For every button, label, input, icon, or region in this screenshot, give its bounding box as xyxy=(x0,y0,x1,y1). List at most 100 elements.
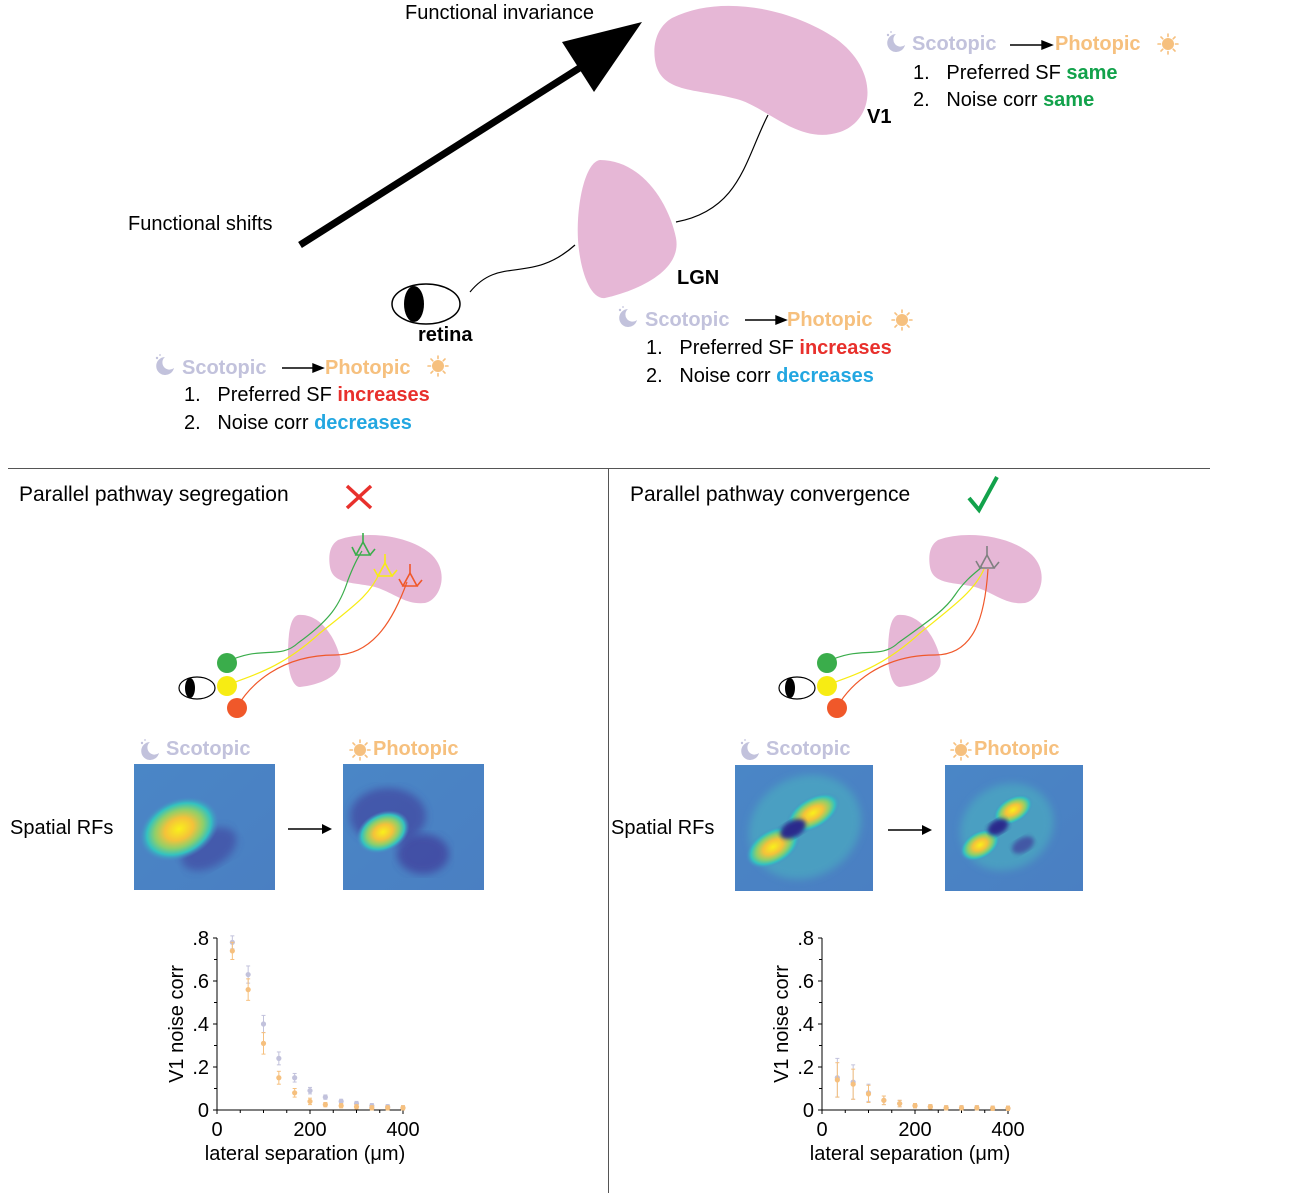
red-pathway xyxy=(836,568,989,708)
moon-icon xyxy=(886,31,905,52)
yellow-retinal-cell xyxy=(217,676,237,696)
rf-arrow xyxy=(888,825,932,835)
data-point xyxy=(276,1055,282,1061)
data-point xyxy=(369,1105,375,1111)
eye-icon xyxy=(178,676,216,700)
right-panel-title: Parallel pathway convergence xyxy=(630,483,911,506)
lgn-photopic-label: Photopic xyxy=(787,309,873,331)
x-tick-label: 200 xyxy=(898,1119,931,1141)
sun-icon xyxy=(349,739,371,761)
retina-photopic-label: Photopic xyxy=(325,357,411,379)
data-point xyxy=(276,1075,282,1081)
left-panel-title: Parallel pathway segregation xyxy=(19,483,289,506)
y-axis-label: V1 noise corr xyxy=(166,965,188,1083)
x-tick-label: 400 xyxy=(991,1119,1024,1141)
data-point xyxy=(881,1097,887,1103)
sun-icon xyxy=(950,739,972,761)
x-tick-label: 200 xyxy=(293,1119,326,1141)
retina-scotopic-label: Scotopic xyxy=(182,357,267,379)
data-point xyxy=(897,1100,903,1107)
top-diagram xyxy=(155,5,1179,377)
data-point xyxy=(322,1102,328,1108)
functional-invariance-label: Functional invariance xyxy=(405,2,594,24)
y-tick-label: .4 xyxy=(192,1014,209,1036)
yellow-pathway xyxy=(226,571,381,686)
lgn-scotopic-label: Scotopic xyxy=(645,309,730,331)
data-point xyxy=(990,1105,996,1111)
moon-icon xyxy=(740,739,759,760)
check-icon xyxy=(967,476,999,514)
lgn-shape xyxy=(288,614,341,687)
v1-item-1: 1. Preferred SF same xyxy=(913,62,1118,84)
data-point xyxy=(943,1105,949,1111)
horizontal-divider xyxy=(8,468,1210,469)
left-photopic-rf xyxy=(343,764,484,890)
y-tick-label: .8 xyxy=(797,928,814,950)
sun-icon xyxy=(427,355,449,377)
v1-area-shape xyxy=(929,535,1042,604)
data-point xyxy=(338,1103,344,1109)
left-photopic-label: Photopic xyxy=(373,738,459,760)
segregation-circuit xyxy=(178,533,442,718)
lgn-shape xyxy=(577,160,677,299)
data-point xyxy=(400,1105,406,1111)
y-tick-label: .2 xyxy=(192,1057,209,1079)
data-point xyxy=(260,1040,267,1046)
vertical-divider xyxy=(608,468,609,1193)
right-photopic-label: Photopic xyxy=(974,738,1060,760)
transition-arrows xyxy=(282,39,1054,374)
red-retinal-cell xyxy=(227,698,247,718)
v1-neuron xyxy=(975,546,1000,569)
v1-neurons xyxy=(351,533,423,587)
right-scotopic-rf xyxy=(735,765,873,891)
x-axis-label: lateral separation (μm) xyxy=(205,1143,406,1165)
y-tick-label: .2 xyxy=(797,1057,814,1079)
data-point xyxy=(912,1103,918,1109)
moon-icon xyxy=(155,354,174,375)
data-point xyxy=(850,1081,856,1087)
y-axis-label: V1 noise corr xyxy=(771,965,793,1083)
x-tick-label: 0 xyxy=(211,1119,222,1141)
right-rf-label: Spatial RFs xyxy=(611,817,715,839)
sun-icon xyxy=(891,309,913,331)
moon-icon xyxy=(618,306,637,327)
x-axis-label: lateral separation (μm) xyxy=(810,1143,1011,1165)
v1-area-shape xyxy=(654,5,868,135)
y-tick-label: .6 xyxy=(192,971,209,993)
functional-shifts-label: Functional shifts xyxy=(128,213,273,235)
data-point xyxy=(1005,1105,1011,1111)
lgn-item-1: 1. Preferred SF increases xyxy=(646,337,892,359)
left-scotopic-label: Scotopic xyxy=(166,738,251,760)
v1-label: V1 xyxy=(867,106,892,128)
green-retinal-cell xyxy=(217,653,237,673)
data-point xyxy=(307,1088,313,1094)
data-point xyxy=(338,1098,344,1104)
v1-area-shape xyxy=(329,535,442,604)
data-point xyxy=(307,1098,313,1104)
data-point xyxy=(385,1105,391,1111)
right-scotopic-label: Scotopic xyxy=(766,738,851,760)
left-rf-label: Spatial RFs xyxy=(10,817,114,839)
data-point xyxy=(292,1075,298,1081)
x-tick-label: 400 xyxy=(386,1119,419,1141)
data-point xyxy=(958,1105,965,1111)
v1-item-2: 2. Noise corr same xyxy=(913,89,1095,111)
functional-arrow xyxy=(298,22,642,248)
data-point xyxy=(322,1094,328,1100)
yellow-pathway xyxy=(826,568,985,686)
v1-photopic-label: Photopic xyxy=(1055,33,1141,55)
retina-item-2: 2. Noise corr decreases xyxy=(184,412,412,434)
data-point xyxy=(353,1104,360,1110)
data-point xyxy=(974,1105,980,1111)
moon-icon xyxy=(140,739,159,760)
yellow-retinal-cell xyxy=(817,676,837,696)
eye-icon xyxy=(778,676,816,700)
retina-lgn-connection xyxy=(469,244,576,293)
y-tick-label: 0 xyxy=(803,1100,814,1122)
left-scotopic-rf xyxy=(134,764,275,890)
retina-item-1: 1. Preferred SF increases xyxy=(184,384,430,406)
data-point xyxy=(292,1090,298,1096)
